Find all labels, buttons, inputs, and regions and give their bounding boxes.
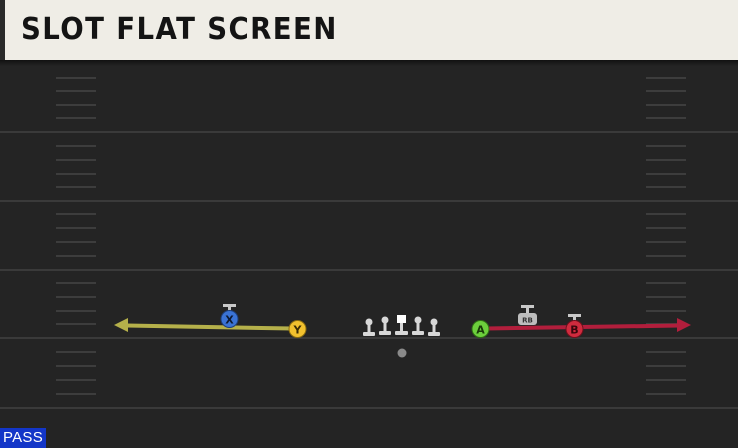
player-b[interactable]: B [565, 314, 584, 338]
route-arrow-right [677, 318, 691, 332]
center-icon [395, 315, 408, 335]
player-rb[interactable]: RB [518, 305, 537, 325]
y-button-label: Y [293, 324, 303, 337]
rb-badge-icon [518, 313, 537, 325]
title-bar: SLOT FLAT SCREEN [0, 0, 738, 60]
route-y-flat-left [114, 318, 293, 332]
quarterback-marker [397, 348, 407, 358]
lineman-icon [412, 316, 424, 335]
y-button-icon [288, 320, 307, 338]
pass-badge: PASS [0, 428, 46, 448]
playbook-field: X Y A RB B [0, 66, 738, 448]
a-button-icon [471, 320, 490, 338]
player-y[interactable]: Y [288, 320, 307, 338]
route-arrow-left [114, 318, 128, 332]
x-button-label: X [225, 314, 234, 327]
lineman-icon [363, 318, 375, 336]
player-a[interactable]: A [471, 320, 490, 338]
b-button-label: B [570, 324, 578, 337]
yard-lines [0, 131, 738, 409]
lineman-icon [379, 316, 391, 335]
lineman-icon [428, 318, 440, 336]
field-diagram: X Y A RB B [0, 77, 738, 409]
play-title: SLOT FLAT SCREEN [21, 12, 338, 47]
hash-marks [56, 77, 686, 395]
player-x[interactable]: X [220, 304, 239, 328]
a-button-label: A [476, 324, 485, 337]
route-a-flat-right [485, 318, 691, 332]
x-button-icon [220, 310, 239, 328]
b-button-icon [565, 320, 584, 338]
header-shadow [0, 60, 738, 66]
offensive-line [363, 315, 440, 336]
rb-label: RB [522, 317, 533, 325]
